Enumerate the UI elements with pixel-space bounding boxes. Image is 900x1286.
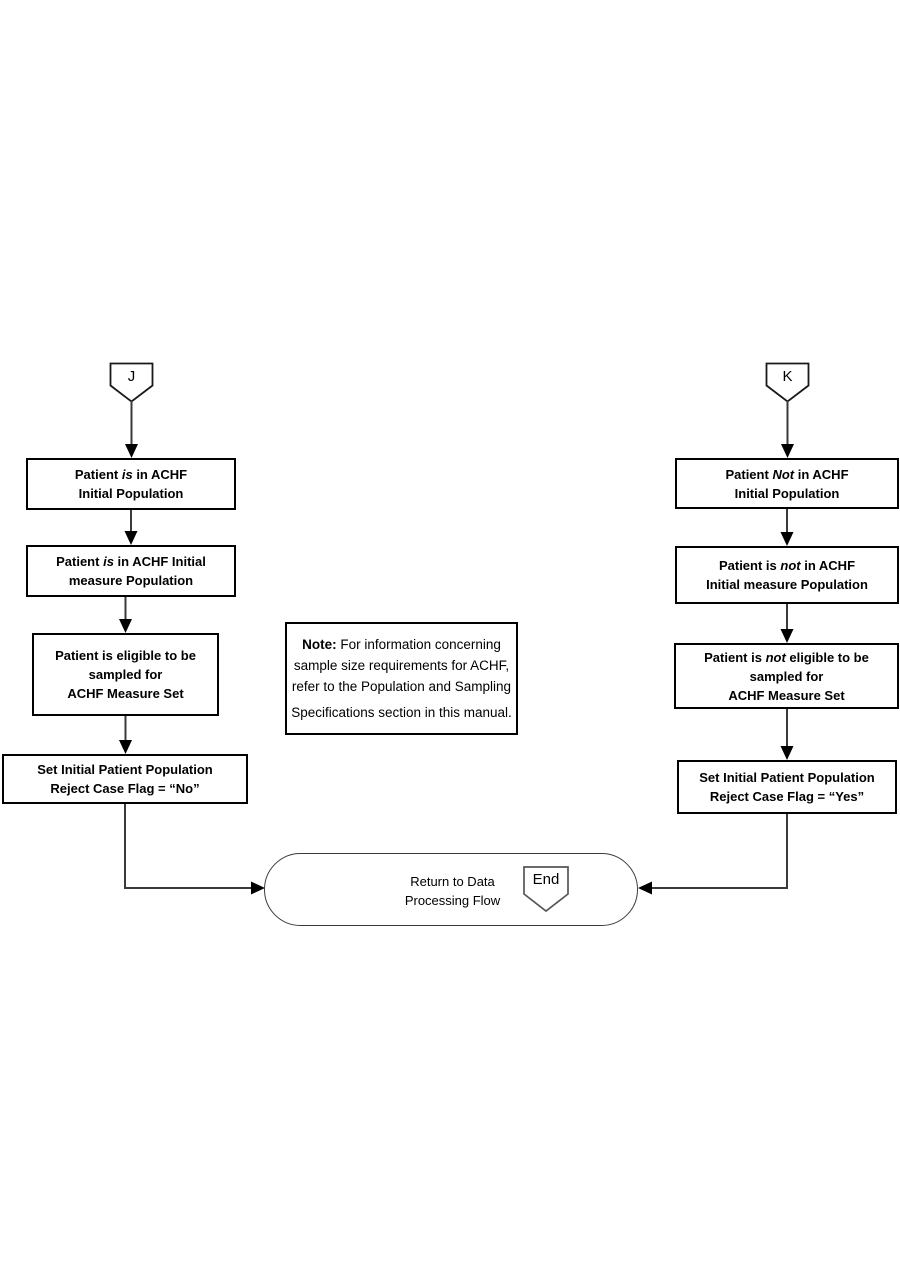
box-text-line: Patient is eligible to be [55, 648, 196, 663]
arrowhead-right-box1-to-box2 [780, 532, 794, 546]
arrowhead-right-box2-to-box3 [780, 629, 794, 643]
flow-box-set-reject-case-flag-yes: Set Initial Patient Population Reject Ca… [677, 760, 897, 814]
flow-box-patient-is-in-achf-initial-measure-population: Patient is in ACHF Initial measure Popul… [26, 545, 236, 597]
box-text-line: Patient is not eligible to be [704, 649, 869, 665]
arrowhead-right-box3-to-box4 [780, 746, 794, 760]
flow-box-patient-not-eligible-to-be-sampled: Patient is not eligible to be sampled fo… [674, 643, 899, 709]
box-text-line: Patient Not in ACHF [725, 466, 849, 482]
box-text-line: Set Initial Patient Population [699, 770, 875, 785]
offpage-connector-j-shape [109, 362, 154, 403]
flow-box-patient-not-in-achf-initial-population: Patient Not in ACHF Initial Population [675, 458, 899, 509]
arrowhead-left-box2-to-box3 [119, 619, 132, 633]
arrowhead-left-box1-to-box2 [124, 531, 138, 545]
note-line: sample size requirements for ACHF, [293, 658, 510, 673]
arrowhead-left-to-terminator [251, 881, 265, 895]
end-connector-shape [523, 866, 569, 913]
end-pentagon [523, 866, 569, 913]
terminator-text: Return to Data Processing Flow [404, 874, 501, 908]
box-text-line: Patient is in ACHF [74, 467, 188, 482]
note-box: Note: For information concerning sample … [285, 622, 518, 735]
flow-box-patient-not-in-achf-initial-measure-population: Patient is not in ACHF Initial measure P… [675, 546, 899, 604]
box-text-line: Reject Case Flag = “No” [50, 781, 200, 796]
note-line: Note: For information concerning [302, 637, 501, 652]
box-text-line: Initial Population [78, 486, 184, 501]
arrowhead-left-box3-to-box4 [119, 740, 132, 754]
box-text-line: Initial Population [734, 485, 840, 501]
box-text-line: Patient is not in ACHF [718, 558, 856, 573]
box-text-line: Set Initial Patient Population [37, 762, 213, 777]
flow-box-patient-eligible-to-be-sampled: Patient is eligible to be sampled for AC… [32, 633, 219, 716]
box-text-line: sampled for [88, 667, 163, 682]
arrow-left-box4-to-terminator [124, 804, 251, 889]
arrow-right-box4-to-terminator [652, 814, 788, 889]
box-text-line: Patient is in ACHF Initial [56, 554, 206, 569]
box-text-line: ACHF Measure Set [67, 686, 184, 701]
box-text-line: ACHF Measure Set [728, 687, 845, 703]
box-text-line: measure Population [68, 573, 194, 588]
arrowhead-right-to-terminator [638, 881, 652, 895]
flow-box-patient-is-in-achf-initial-population: Patient is in ACHF Initial Population [26, 458, 236, 510]
terminator-return-to-data-processing-flow: Return to Data Processing Flow End [264, 853, 638, 926]
offpage-connector-k-shape [765, 362, 810, 403]
flow-box-set-reject-case-flag-no: Set Initial Patient Population Reject Ca… [2, 754, 248, 804]
arrowhead-k-to-right-box1 [781, 444, 794, 458]
note-line: Specifications section in this manual. [291, 705, 512, 720]
end-connector-label: End [532, 871, 560, 888]
note-line: refer to the Population and Sampling [291, 679, 512, 694]
arrowhead-j-to-left-box1 [125, 444, 138, 458]
offpage-connector-j-label: J [127, 368, 136, 385]
box-text-line: Reject Case Flag = “Yes” [709, 789, 865, 804]
box-text-line: sampled for [749, 668, 824, 684]
offpage-connector-k-label: K [782, 368, 793, 385]
box-text-line: Initial measure Population [706, 577, 868, 592]
